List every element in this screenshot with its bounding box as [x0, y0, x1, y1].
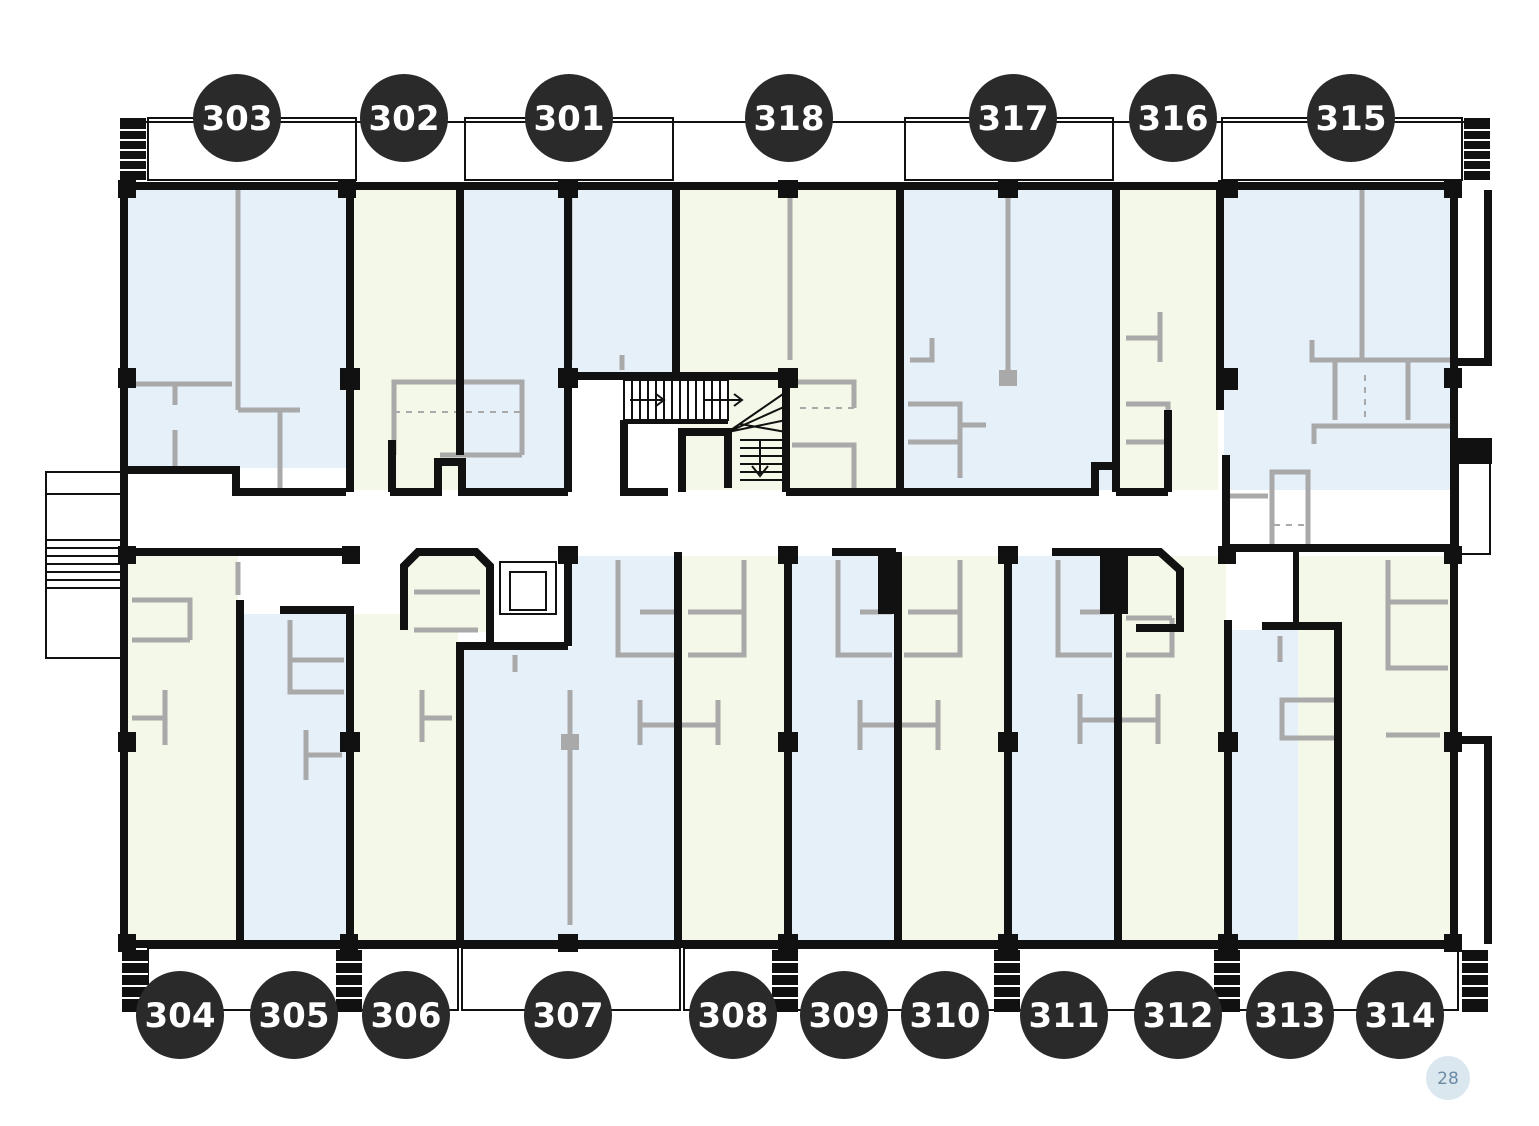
walls [120, 182, 1492, 948]
unit-number: 304 [145, 996, 216, 1036]
unit-badge[interactable] [1356, 971, 1444, 1059]
unit-area-bottom [572, 556, 676, 648]
unit-badge[interactable] [525, 74, 613, 162]
unit-number: 306 [371, 996, 442, 1036]
unit-badge[interactable] [362, 971, 450, 1059]
unit-number: 302 [369, 99, 440, 139]
unit-badge[interactable] [360, 74, 448, 162]
unit-badge[interactable] [136, 971, 224, 1059]
unit-area-bottom [682, 556, 786, 942]
unit-number: 313 [1255, 996, 1326, 1036]
unit-area-bottom [902, 556, 1006, 942]
unit-badge[interactable] [1020, 971, 1108, 1059]
unit-number: 316 [1138, 99, 1209, 139]
unit-area-bottom [1012, 556, 1116, 942]
unit-area-top [1224, 190, 1452, 546]
page-number: 28 [1437, 1069, 1459, 1089]
unit-badge[interactable] [901, 971, 989, 1059]
unit-number: 305 [259, 996, 330, 1036]
page-number-badge: 28 [1426, 1056, 1470, 1100]
unit-badge[interactable] [193, 74, 281, 162]
unit-number: 308 [698, 996, 769, 1036]
wall-pillars [118, 180, 1462, 952]
unit-number: 318 [754, 99, 825, 139]
unit-area-top [354, 190, 458, 490]
unit-badge[interactable] [745, 74, 833, 162]
unit-badge[interactable] [689, 971, 777, 1059]
unit-badge[interactable] [1134, 971, 1222, 1059]
unit-number: 309 [809, 996, 880, 1036]
unit-badge[interactable] [800, 971, 888, 1059]
unit-number: 303 [202, 99, 273, 139]
side-balcony [1456, 438, 1492, 555]
unit-number: 310 [910, 996, 981, 1036]
unit-area-top [464, 190, 566, 490]
unit-badge[interactable] [1129, 74, 1217, 162]
unit-badge[interactable] [969, 74, 1057, 162]
unit-area-bottom [128, 556, 238, 942]
unit-number: 314 [1365, 996, 1436, 1036]
unit-number: 311 [1029, 996, 1100, 1036]
unit-number: 317 [978, 99, 1049, 139]
unit-badge[interactable] [250, 971, 338, 1059]
unit-area-bottom [1122, 556, 1226, 942]
unit-number: 312 [1143, 996, 1214, 1036]
unit-badges-bottom: 304 305 306 307 308 309 310 311 312 313 314 [136, 971, 1444, 1059]
unit-badges-top: 303 302 301 318 317 316 315 [193, 74, 1395, 162]
unit-badge[interactable] [1307, 74, 1395, 162]
unit-number: 315 [1316, 99, 1387, 139]
entrance-stair [45, 471, 125, 659]
stair-icon [623, 379, 787, 481]
unit-number: 307 [533, 996, 604, 1036]
unit-number: 301 [534, 99, 605, 139]
interior-partitions [132, 190, 1452, 925]
unit-badge[interactable] [524, 971, 612, 1059]
elevator-shaft [499, 561, 557, 615]
unit-area-bottom [354, 614, 458, 942]
unit-badge[interactable] [1246, 971, 1334, 1059]
unit-area-bottom [1298, 556, 1452, 942]
unit-area-bottom [244, 614, 348, 942]
unit-area-top [572, 190, 674, 372]
unit-area-bottom [792, 556, 896, 942]
